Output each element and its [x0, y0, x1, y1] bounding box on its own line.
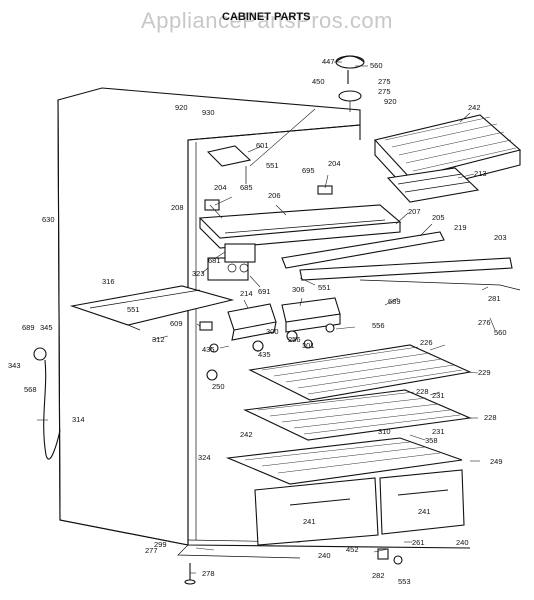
part-label-435: 435: [202, 345, 215, 354]
meat-pans: [227, 297, 341, 341]
part-label-214: 214: [240, 289, 253, 298]
part-label-312: 312: [152, 335, 165, 344]
part-label-551: 551: [127, 305, 140, 314]
part-label-203: 203: [494, 233, 507, 242]
part-label-277: 277: [145, 546, 158, 555]
part-label-241: 241: [303, 517, 316, 526]
brackets-204: [204, 185, 333, 211]
part-label-228: 228: [416, 387, 429, 396]
part-label-447: 447: [322, 57, 335, 66]
top-hinge-parts: [335, 55, 365, 112]
part-label-314: 314: [72, 415, 85, 424]
part-label-275: 275: [378, 87, 391, 96]
cabinet-shell: [57, 87, 471, 559]
part-label-240: 240: [318, 551, 331, 560]
part-label-452: 452: [346, 545, 359, 554]
part-label-249: 249: [490, 457, 503, 466]
part-label-206: 206: [268, 191, 281, 200]
part-label-343: 343: [8, 361, 21, 370]
part-label-695: 695: [302, 166, 315, 175]
part-label-276: 276: [478, 318, 491, 327]
part-label-240: 240: [456, 538, 469, 547]
part-label-681: 681: [208, 256, 221, 265]
diagram-title: CABINET PARTS: [222, 11, 311, 23]
freezer-divider: [198, 204, 402, 249]
small-fasteners: [33, 321, 335, 381]
part-label-630: 630: [42, 215, 55, 224]
part-label-930: 930: [202, 108, 215, 117]
watermark: AppliancePartsPros.com: [141, 8, 393, 33]
part-label-256: 256: [288, 335, 301, 344]
side-rails: [281, 231, 521, 291]
wire-shelf-upper: [248, 344, 472, 401]
part-label-219: 219: [454, 223, 467, 232]
part-label-689: 689: [388, 297, 401, 306]
upper-bracket: [206, 145, 252, 184]
part-label-231: 231: [432, 391, 445, 400]
part-label-250: 250: [212, 382, 225, 391]
part-label-323: 323: [192, 269, 205, 278]
part-label-689: 689: [22, 323, 35, 332]
part-label-207: 207: [408, 207, 421, 216]
part-label-568: 568: [24, 385, 37, 394]
part-label-560: 560: [370, 61, 383, 70]
part-label-310: 310: [378, 427, 391, 436]
part-label-601: 601: [256, 141, 269, 150]
part-label-231: 231: [432, 427, 445, 436]
part-label-281: 281: [488, 294, 501, 303]
part-label-213: 213: [474, 169, 487, 178]
part-label-204: 204: [328, 159, 341, 168]
part-label-275: 275: [378, 77, 391, 86]
part-label-226: 226: [420, 338, 433, 347]
part-label-242: 242: [468, 103, 481, 112]
part-label-560: 560: [494, 328, 507, 337]
leader-lines: [37, 61, 496, 574]
part-label-920: 920: [384, 97, 397, 106]
top-wire-shelf: [373, 114, 522, 194]
part-label-242: 242: [240, 430, 253, 439]
water-tubing: [43, 359, 61, 460]
part-label-301: 301: [302, 341, 315, 350]
crisper-cover: [225, 437, 463, 485]
part-label-208: 208: [171, 203, 184, 212]
part-label-229: 229: [478, 368, 491, 377]
part-label-556: 556: [372, 321, 385, 330]
part-label-204: 204: [214, 183, 227, 192]
crisper-drawers: [254, 469, 465, 546]
part-label-299: 299: [154, 540, 167, 549]
part-label-685: 685: [240, 183, 253, 192]
part-label-306: 306: [292, 285, 305, 294]
part-label-551: 551: [266, 161, 279, 170]
part-label-282: 282: [372, 571, 385, 580]
part-label-553: 553: [398, 577, 411, 586]
part-label-241: 241: [418, 507, 431, 516]
part-label-358: 358: [425, 436, 438, 445]
part-label-205: 205: [432, 213, 445, 222]
part-label-261: 261: [412, 538, 425, 547]
part-label-278: 278: [202, 569, 215, 578]
bottom-parts: [184, 548, 403, 585]
part-label-345: 345: [40, 323, 53, 332]
part-label-551: 551: [318, 283, 331, 292]
left-glass-shelf: [69, 285, 235, 331]
part-label-435: 435: [258, 350, 271, 359]
part-label-920: 920: [175, 103, 188, 112]
ice-tray: [386, 167, 480, 203]
part-label-324: 324: [198, 453, 211, 462]
part-label-691: 691: [258, 287, 271, 296]
part-label-316: 316: [102, 277, 115, 286]
part-label-228: 228: [484, 413, 497, 422]
part-label-609: 609: [170, 319, 183, 328]
control-housing: [207, 243, 256, 281]
part-label-450: 450: [312, 77, 325, 86]
part-label-300: 300: [266, 327, 279, 336]
